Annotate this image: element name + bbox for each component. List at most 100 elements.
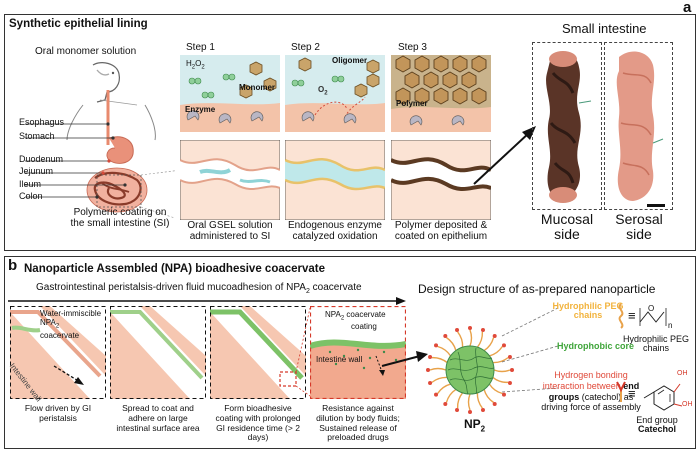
flow-title: Gastrointestinal peristalsis-driven flui…: [36, 282, 362, 295]
organ-label-colon: Colon: [19, 191, 43, 201]
equiv-sign-1: ≡: [628, 308, 636, 323]
flow-box-3: [210, 306, 306, 399]
catechol-tip: [428, 380, 433, 385]
step1-tissue: [180, 140, 280, 220]
catechol-tip: [501, 392, 506, 397]
catechol-tip: [492, 334, 497, 339]
serosal-photo-frame: [604, 42, 673, 210]
peg-arm: [476, 392, 483, 409]
catechol-tip: [507, 355, 512, 360]
coating-caption: Polymeric coating on the small intestine…: [70, 207, 170, 229]
panel-b-letter: b: [8, 257, 18, 274]
mucosal-intestine-photo: [546, 51, 592, 203]
flow-box-2: [110, 306, 206, 399]
catechol-oh-bottom: OH: [682, 401, 693, 408]
catechol-tip: [501, 343, 506, 348]
step3-polymer-label: Polymer: [396, 99, 428, 108]
organ-label-jejunum: Jejunum: [19, 166, 54, 176]
peg-arm: [492, 357, 509, 364]
peg-arm: [467, 393, 471, 411]
peg-arm: [493, 369, 511, 373]
step1-enzyme-label: Enzyme: [185, 105, 216, 114]
flow-arrow-icon: [8, 297, 406, 305]
panel-b-title: Nanoparticle Assembled (NPA) bioadhesive…: [24, 263, 326, 275]
peg-arm: [437, 383, 451, 394]
equiv-sign-2: ≡: [628, 386, 636, 401]
panel-a-title: Synthetic epithelial lining: [9, 18, 148, 30]
peg-arm: [457, 331, 464, 348]
catechol-tip: [480, 328, 485, 333]
catechol-tip: [428, 355, 433, 360]
step3-label: Step 3: [398, 42, 427, 53]
step1-label: Step 1: [186, 42, 215, 53]
peg-arm: [469, 329, 473, 347]
peg-orange-chain-icon: [618, 303, 624, 329]
catechol-tip: [507, 380, 512, 385]
np-leader-lines: [501, 307, 559, 393]
hydrophobic-core-label: Hydrophobic core: [557, 341, 635, 351]
serosal-intestine-photo: [616, 51, 664, 202]
panel-a-letter: a: [683, 0, 692, 16]
peg-n-label: n: [668, 321, 673, 330]
step3-tissue: [391, 140, 491, 220]
organ-label-duodenum: Duodenum: [19, 154, 64, 164]
organ-label-ileum: Ileum: [19, 179, 42, 189]
step1-h2o2: H2O2: [186, 59, 205, 71]
step2-molecular: [285, 55, 385, 132]
catechol-tip: [426, 368, 430, 372]
catechol-structure-icon: [643, 383, 683, 411]
step2-oligomer-label: Oligomer: [332, 56, 368, 65]
mucosal-photo-frame: [532, 42, 602, 210]
peg-arm: [488, 383, 503, 395]
zoom-lines: [296, 307, 311, 397]
peg-o-label: O: [648, 304, 655, 313]
step2-tissue: [285, 140, 385, 220]
step1-monomer-label: Monomer: [239, 83, 275, 92]
hbond-label: Hydrogen bonding interaction between end…: [541, 370, 641, 413]
coacervate-coating-label: NPA2 coacervate coating: [325, 310, 386, 332]
oral-monomer-label: Oral monomer solution: [35, 46, 137, 57]
organ-label-esophagus: Esophagus: [19, 117, 65, 127]
peg-arm: [456, 392, 464, 409]
peg-arm: [431, 356, 448, 364]
nanoparticle-illustration: [426, 326, 514, 414]
end-group-icon: [616, 381, 626, 402]
step2-o2-label: O2: [318, 85, 328, 97]
small-intestine-title: Small intestine: [562, 21, 647, 36]
flow-box-4: [310, 306, 406, 399]
catechol-tip: [443, 401, 448, 406]
catechol-tip: [434, 392, 439, 397]
catechol-tip: [480, 407, 485, 412]
catechol-tip: [510, 368, 514, 372]
gi-tract-illustration: [25, 62, 175, 219]
arrow-to-nanoparticle-icon: [381, 351, 428, 367]
design-structure-title: Design structure of as-prepared nanopart…: [418, 282, 656, 296]
peg-arm: [489, 346, 503, 357]
catechol-tip: [468, 326, 472, 330]
water-immiscible-label: Water-immiscible NPA2 coacervate: [40, 309, 102, 340]
flow-box-1: [10, 306, 106, 399]
step1-molecular: [180, 55, 280, 132]
peg-arm: [437, 345, 452, 357]
scale-bar: [647, 204, 665, 207]
peg-arm: [483, 337, 495, 352]
step3-caption: Polymer deposited &coated on epithelium: [394, 220, 488, 242]
np2-label: NP2: [464, 417, 486, 434]
peg-arm: [445, 388, 457, 403]
peg-arm: [476, 331, 484, 348]
organ-label-stomach: Stomach: [19, 131, 55, 141]
peg-arm: [492, 376, 509, 384]
catechol-tip: [455, 328, 460, 333]
peg-arm: [483, 389, 494, 403]
catechol-tip: [492, 401, 497, 406]
step2-label: Step 2: [291, 42, 320, 53]
peg-arm: [431, 376, 448, 383]
peg-structure-icon: [639, 308, 667, 326]
intestine-wall-label-2: Intestine wall: [316, 355, 363, 364]
